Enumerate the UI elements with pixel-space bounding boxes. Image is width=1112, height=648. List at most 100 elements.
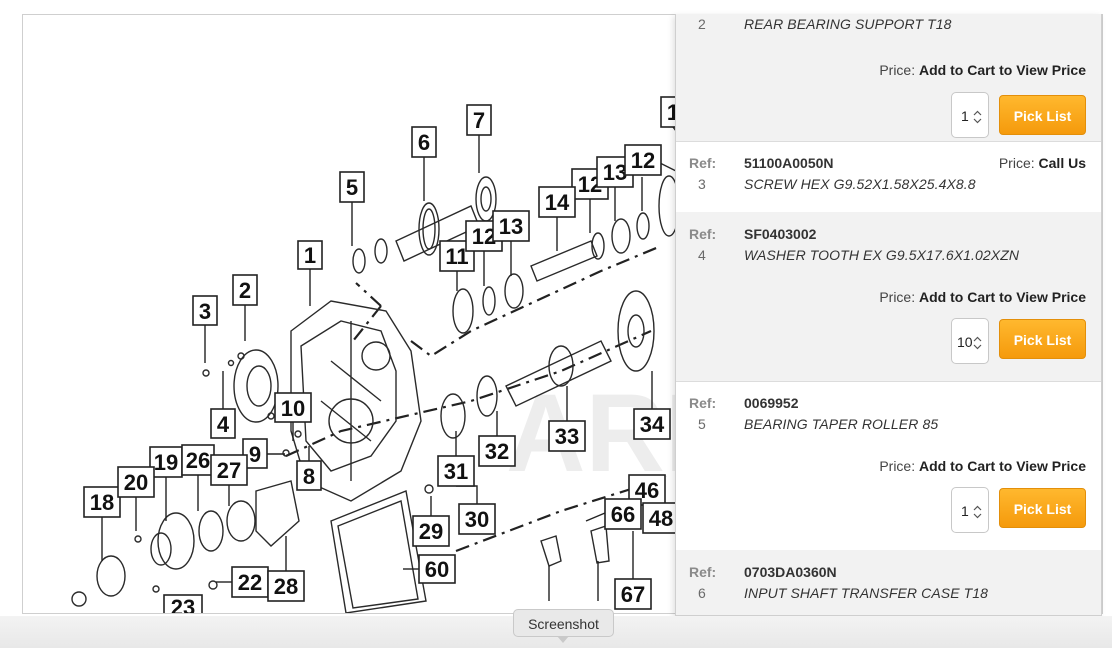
callout-29[interactable]: 29 bbox=[412, 515, 450, 547]
gasket-part bbox=[330, 490, 427, 613]
pick-list-button[interactable]: Pick List bbox=[999, 488, 1086, 528]
parts-list-row: Ref: 4 SF0403002 WASHER TOOTH EX G9.5X17… bbox=[676, 212, 1101, 382]
pick-list-button[interactable]: Pick List bbox=[999, 319, 1086, 359]
callout-32[interactable]: 32 bbox=[478, 435, 516, 467]
parts-list-row: 2 REAR BEARING SUPPORT T18 Price: Add to… bbox=[676, 14, 1101, 142]
svg-text:14: 14 bbox=[545, 190, 570, 215]
quantity-stepper[interactable]: 10 bbox=[951, 318, 989, 364]
callout-67[interactable]: 67 bbox=[614, 578, 652, 610]
part-description: WASHER TOOTH EX G9.5X17.6X1.02XZN bbox=[744, 247, 1020, 263]
callout-12b[interactable]: 12 bbox=[571, 168, 609, 200]
callout-14[interactable]: 14 bbox=[538, 186, 576, 218]
svg-text:19: 19 bbox=[154, 450, 178, 475]
svg-text:28: 28 bbox=[274, 574, 298, 599]
callout-31[interactable]: 31 bbox=[437, 455, 475, 487]
callout-8[interactable]: 8 bbox=[296, 460, 322, 491]
quantity-value: 1 bbox=[961, 108, 969, 124]
callout-27[interactable]: 27 bbox=[210, 454, 248, 486]
svg-text:13: 13 bbox=[499, 214, 523, 239]
svg-text:9: 9 bbox=[249, 442, 261, 467]
callout-48[interactable]: 48 bbox=[642, 502, 680, 534]
callout-33[interactable]: 33 bbox=[548, 420, 586, 452]
quantity-stepper[interactable]: 1 bbox=[951, 92, 989, 138]
svg-text:26: 26 bbox=[186, 448, 210, 473]
ref-label: Ref: bbox=[689, 155, 717, 171]
ref-number: 4 bbox=[698, 247, 706, 263]
part-number[interactable]: SF0403002 bbox=[744, 226, 817, 242]
callout-12c[interactable]: 12 bbox=[624, 144, 662, 176]
svg-text:66: 66 bbox=[611, 502, 635, 527]
callout-6[interactable]: 6 bbox=[411, 126, 437, 158]
part-description: SCREW HEX G9.52X1.58X25.4X8.8 bbox=[744, 176, 976, 192]
price-info: Price: Call Us bbox=[998, 155, 1086, 171]
callout-11[interactable]: 11 bbox=[439, 240, 475, 272]
part-description: REAR BEARING SUPPORT T18 bbox=[744, 16, 952, 32]
ref-number: 5 bbox=[698, 416, 706, 432]
ref-number: 2 bbox=[698, 16, 706, 32]
part-number[interactable]: 0703DA0360N bbox=[744, 564, 837, 580]
svg-text:12: 12 bbox=[472, 224, 496, 249]
svg-text:7: 7 bbox=[473, 108, 485, 133]
parts-list-row: Ref: 3 51100A0050N SCREW HEX G9.52X1.58X… bbox=[676, 141, 1101, 213]
housing-part bbox=[290, 300, 422, 502]
callout-66[interactable]: 66 bbox=[604, 498, 642, 530]
callout-23[interactable]: 23 bbox=[163, 594, 203, 613]
svg-text:8: 8 bbox=[303, 464, 315, 489]
main-shaft-part bbox=[440, 290, 655, 439]
quantity-stepper[interactable]: 1 bbox=[951, 487, 989, 533]
svg-text:12: 12 bbox=[631, 148, 655, 173]
stepper-arrows-icon[interactable] bbox=[973, 336, 982, 350]
ref-label: Ref: bbox=[689, 395, 717, 411]
callout-18[interactable]: 18 bbox=[83, 486, 121, 518]
svg-text:22: 22 bbox=[238, 570, 262, 595]
callout-13a[interactable]: 13 bbox=[492, 210, 530, 242]
ref-label: Ref: bbox=[689, 226, 717, 242]
svg-text:5: 5 bbox=[346, 175, 358, 200]
svg-text:2: 2 bbox=[239, 278, 251, 303]
ref-label: Ref: bbox=[689, 564, 717, 580]
callout-2[interactable]: 2 bbox=[232, 274, 258, 306]
callout-3[interactable]: 3 bbox=[192, 295, 218, 326]
callout-19[interactable]: 19 bbox=[149, 446, 183, 478]
svg-text:27: 27 bbox=[217, 458, 241, 483]
callout-7[interactable]: 7 bbox=[466, 104, 492, 136]
part-number[interactable]: 0069952 bbox=[744, 395, 799, 411]
callout-22[interactable]: 22 bbox=[231, 566, 269, 598]
price-info: Price: Add to Cart to View Price bbox=[879, 62, 1086, 78]
pick-list-button[interactable]: Pick List bbox=[999, 95, 1086, 135]
callout-26[interactable]: 26 bbox=[181, 444, 215, 476]
callout-1[interactable]: 1 bbox=[297, 240, 323, 270]
svg-text:10: 10 bbox=[281, 396, 305, 421]
callout-34[interactable]: 34 bbox=[633, 408, 671, 440]
svg-text:4: 4 bbox=[217, 412, 230, 437]
parts-list-panel[interactable]: 2 REAR BEARING SUPPORT T18 Price: Add to… bbox=[675, 14, 1102, 616]
stepper-arrows-icon[interactable] bbox=[973, 110, 982, 124]
ref-number: 3 bbox=[698, 176, 706, 192]
svg-text:30: 30 bbox=[465, 507, 489, 532]
callout-20[interactable]: 20 bbox=[117, 466, 155, 498]
callout-4[interactable]: 4 bbox=[210, 408, 236, 439]
svg-text:3: 3 bbox=[199, 299, 211, 324]
svg-text:34: 34 bbox=[640, 412, 665, 437]
bearing-support-part bbox=[233, 349, 279, 423]
quantity-value: 10 bbox=[957, 334, 973, 350]
quantity-value: 1 bbox=[961, 503, 969, 519]
svg-text:11: 11 bbox=[445, 244, 468, 269]
part-number[interactable]: 51100A0050N bbox=[744, 155, 834, 171]
callout-30[interactable]: 30 bbox=[458, 503, 496, 535]
svg-text:1: 1 bbox=[304, 243, 316, 268]
svg-text:29: 29 bbox=[419, 519, 443, 544]
callout-10[interactable]: 10 bbox=[274, 392, 312, 423]
svg-text:32: 32 bbox=[485, 439, 509, 464]
callout-60[interactable]: 60 bbox=[418, 554, 456, 584]
svg-text:23: 23 bbox=[171, 595, 195, 613]
callout-28[interactable]: 28 bbox=[267, 570, 305, 602]
ref-number: 6 bbox=[698, 585, 706, 601]
svg-text:18: 18 bbox=[90, 490, 114, 515]
callout-5[interactable]: 5 bbox=[339, 171, 365, 203]
svg-text:6: 6 bbox=[418, 130, 430, 155]
svg-text:20: 20 bbox=[124, 470, 148, 495]
svg-text:13: 13 bbox=[603, 160, 627, 185]
svg-text:31: 31 bbox=[444, 459, 468, 484]
stepper-arrows-icon[interactable] bbox=[973, 505, 982, 519]
